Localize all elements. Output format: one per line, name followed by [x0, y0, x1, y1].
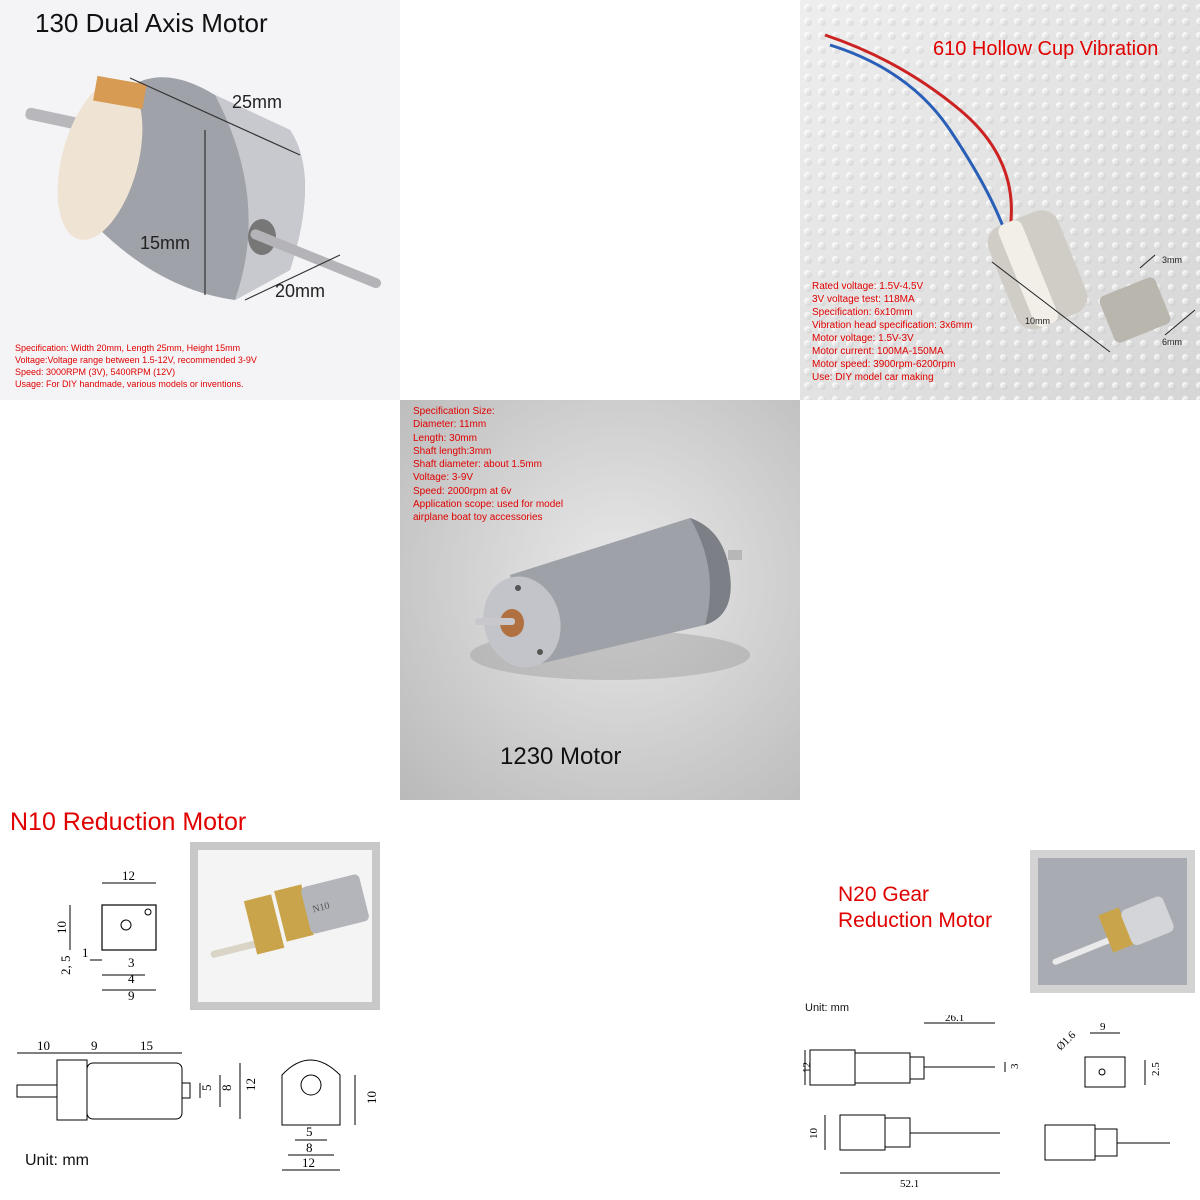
n10-side-dim-9: 9: [91, 1038, 98, 1053]
n20-dim-12: 12: [801, 1062, 813, 1073]
n10-unit-label: Unit: mm: [25, 1152, 89, 1169]
panel-n10-motor: N10 Reduction Motor N10 12 10 2, 5 1 3 4…: [0, 800, 400, 1200]
panel-610-motor: 610 Hollow Cup Vibration 3mm 10mm 6mm Ra…: [800, 0, 1200, 400]
n10-dim-12: 12: [122, 868, 135, 883]
n10-dim-2-5: 2, 5: [58, 956, 73, 976]
spec-line: Specification: Width 20mm, Length 25mm, …: [15, 343, 241, 353]
motor-610-spec-list: Rated voltage: 1.5V-4.5V 3V voltage test…: [812, 280, 972, 384]
n20-unit-label: Unit: mm: [805, 1002, 849, 1014]
n20-dim-3: 3: [1009, 1063, 1021, 1069]
n10-photo-frame: N10: [190, 842, 380, 1010]
spec-line: Rated voltage: 1.5V-4.5V: [812, 281, 924, 292]
spec-line: Diameter: 11mm: [413, 419, 487, 431]
n10-end-dim-10: 10: [364, 1091, 379, 1104]
spec-line: Vibration head specification: 3x6mm: [812, 320, 973, 331]
spec-line: Application scope: used for model: [413, 499, 564, 511]
spec-line: Voltage: 3-9V: [413, 472, 474, 484]
n10-title: N10 Reduction Motor: [10, 808, 247, 836]
motor-610-dim-c: 6mm: [1162, 337, 1182, 347]
spec-line: Use: DIY model car making: [812, 372, 934, 383]
spec-line: airplane boat toy accessories: [413, 512, 543, 524]
motor-610-title: 610 Hollow Cup Vibration: [933, 38, 1159, 60]
n20-title-line-2: Reduction Motor: [838, 909, 993, 932]
n20-drawings: 26.1 12 3 9 Ø1.6 2.5 10 52.1: [801, 1015, 1170, 1190]
n20-dim-9: 9: [1100, 1021, 1106, 1033]
n20-title: N20 Gear Reduction Motor: [838, 882, 992, 934]
panel-n20-motor: N20 Gear Reduction Motor Unit: mm 26.1 1…: [800, 800, 1200, 1200]
spec-line: Length: 30mm: [413, 432, 477, 444]
motor-130-photo: [25, 75, 382, 301]
n10-end-dim-8: 8: [306, 1140, 313, 1155]
n10-side-dim-10: 10: [37, 1038, 50, 1053]
n10-end-view-drawing: 10 5 8 12: [281, 1059, 379, 1171]
n10-side-dim-8: 8: [219, 1085, 234, 1092]
spec-line: Shaft diameter: about 1.5mm: [413, 459, 542, 471]
n10-end-dim-5: 5: [306, 1124, 313, 1139]
n10-side-dim-15: 15: [140, 1038, 153, 1053]
spec-line: Motor speed: 3900rpm-6200rpm: [812, 359, 956, 370]
n10-top-view-drawing: 12 10 2, 5 1 3 4 9: [54, 868, 157, 1003]
n20-dim-52-1: 52.1: [900, 1178, 919, 1190]
panel-130-motor: 130 Dual Axis Motor 25mm 15mm 20mm Speci…: [0, 0, 400, 400]
n20-photo: [1038, 858, 1187, 985]
n10-dim-9: 9: [128, 988, 135, 1003]
motor-610-dim-a: 3mm: [1162, 255, 1182, 265]
motor-1230-title: 1230 Motor: [500, 743, 622, 770]
spec-line: Usage: For DIY handmade, various models …: [15, 379, 244, 389]
n20-dim-26-1: 26.1: [945, 1015, 964, 1024]
motor-130-length-label: 25mm: [232, 92, 283, 112]
n10-photo: N10: [198, 850, 372, 1002]
motor-130-height-label: 15mm: [140, 233, 191, 253]
spec-line: Specification: 6x10mm: [812, 307, 913, 318]
n10-end-dim-12: 12: [302, 1155, 315, 1170]
spec-line: Motor voltage: 1.5V-3V: [812, 333, 914, 344]
motor-130-title: 130 Dual Axis Motor: [35, 8, 268, 38]
motor-130-width-label: 20mm: [275, 281, 326, 301]
n10-dim-10: 10: [54, 921, 69, 934]
n10-side-view-drawing: 10 9 15 5 8 12: [16, 1038, 258, 1121]
n20-title-line-1: N20 Gear: [838, 883, 930, 906]
spec-line: Motor current: 100MA-150MA: [812, 346, 944, 357]
n10-dim-3: 3: [128, 955, 135, 970]
spec-line: Shaft length:3mm: [413, 445, 492, 457]
panel-1230-motor: Specification Size: Diameter: 11mm Lengt…: [400, 400, 800, 800]
spec-line: Specification Size:: [413, 406, 495, 417]
n10-side-dim-12: 12: [243, 1078, 258, 1091]
n20-dim-d1-6: Ø1.6: [1054, 1029, 1078, 1053]
spec-line: Speed: 2000rpm at 6v: [413, 485, 512, 497]
motor-610-dim-b: 10mm: [1025, 316, 1051, 326]
n10-motor-label: N10: [311, 901, 330, 916]
spec-line: 3V voltage test: 118MA: [812, 294, 915, 305]
spec-line: Speed: 3000RPM (3V), 5400RPM (12V): [15, 367, 176, 377]
motor-1230-spec-list: Specification Size: Diameter: 11mm Lengt…: [413, 405, 563, 525]
motor-1230-photo: [470, 518, 750, 680]
n20-dim-10: 10: [808, 1128, 820, 1140]
n10-side-dim-5: 5: [199, 1085, 214, 1092]
spec-line: Voltage:Voltage range between 1.5-12V, r…: [15, 355, 257, 365]
motor-130-spec-list: Specification: Width 20mm, Length 25mm, …: [15, 342, 257, 390]
n10-dim-4: 4: [128, 971, 135, 986]
n20-dim-2-5: 2.5: [1150, 1062, 1162, 1076]
n20-photo-frame: [1030, 850, 1195, 993]
n10-dim-1: 1: [82, 945, 89, 960]
motor-610-photo: [824, 33, 1196, 353]
